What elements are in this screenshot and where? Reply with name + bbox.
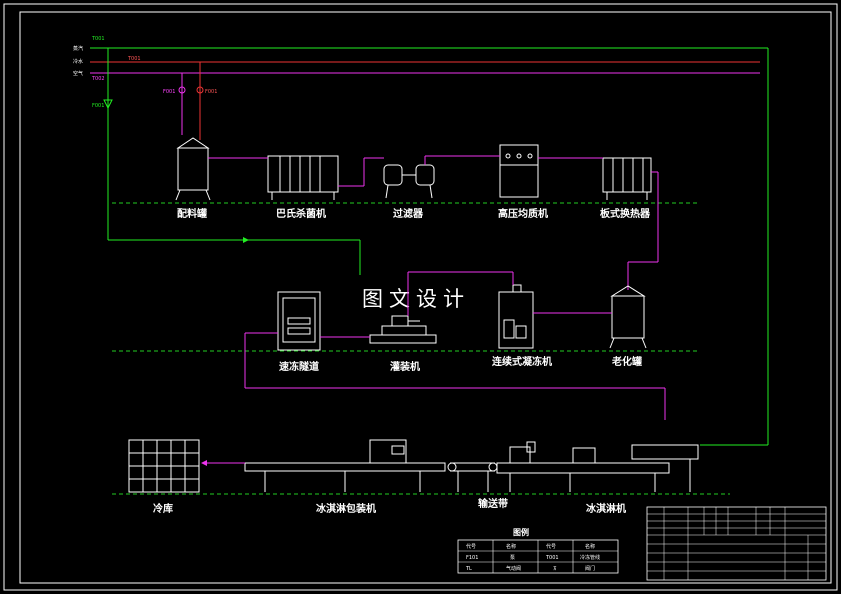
valve-icon	[103, 99, 113, 110]
filter-icon	[383, 164, 435, 199]
legend-cell: TL	[465, 566, 472, 572]
inner-frame	[19, 11, 832, 584]
mixing-feed-lines	[178, 62, 204, 140]
legend-cell: 气动阀	[506, 565, 521, 572]
pipe-label-air: 空气	[73, 70, 83, 77]
legend-cell: 冷冻管线	[580, 554, 600, 561]
pipe-code-cold: T001	[127, 56, 141, 62]
legend-header-1: 名称	[506, 543, 516, 550]
pipe-label-steam: 蒸汽	[73, 45, 83, 52]
legend-header-2: 代号	[546, 543, 556, 550]
label-continuous-freezer: 连续式凝冻机	[492, 355, 552, 368]
label-conveyor: 输送带	[478, 497, 508, 510]
conveyor-icon	[447, 462, 498, 492]
row1-flow	[208, 155, 659, 290]
pipe-code-steam: T001	[91, 36, 105, 42]
utility-lines: 蒸汽 冷水 空气 T001 T001 T002 F001 F001 F001	[73, 36, 769, 446]
packaging-machine-icon	[244, 439, 446, 492]
legend-cell: F101	[466, 555, 478, 561]
legend-cell: T001	[545, 555, 559, 561]
label-cold-storage: 冷库	[153, 502, 173, 515]
label-freeze-tunnel: 速冻隧道	[279, 360, 319, 373]
legend-cell: 阀门	[585, 565, 595, 572]
title-block	[646, 506, 827, 581]
valve-code-3: F001	[205, 89, 217, 95]
label-filling-machine: 灌装机	[390, 360, 420, 373]
legend-title: 图例	[513, 527, 529, 537]
label-plate-exchanger: 板式换热器	[600, 207, 651, 220]
watermark: 图文设计	[362, 287, 470, 311]
legend-cell: ⊼	[553, 566, 557, 572]
label-mixing-tank: 配料罐	[177, 207, 207, 220]
legend-header-3: 名称	[585, 543, 595, 550]
cold-storage-icon	[128, 439, 200, 493]
label-aging-tank: 老化罐	[611, 355, 642, 368]
valve-code-1: F001	[92, 103, 104, 109]
label-filter: 过滤器	[393, 207, 424, 220]
freeze-tunnel-icon	[277, 291, 321, 351]
ice-cream-machine-icon	[496, 441, 699, 492]
legend-cell: 泵	[510, 555, 515, 561]
continuous-freezer-icon	[498, 284, 534, 349]
pipe-label-cold: 冷水	[73, 58, 83, 65]
mixing-tank-icon	[175, 137, 211, 201]
green-feed-line	[103, 48, 361, 275]
outer-frame	[3, 3, 838, 591]
filling-machine-icon	[369, 315, 437, 344]
label-pasteurizer: 巴氏杀菌机	[276, 207, 326, 220]
pasteurizer-icon	[267, 155, 339, 200]
valve-code-2: F001	[163, 89, 175, 95]
row3-flow	[201, 460, 245, 466]
label-packaging-machine: 冰淇淋包装机	[316, 502, 376, 515]
homogenizer-icon	[499, 144, 539, 198]
plate-exchanger-icon	[602, 157, 652, 200]
aging-tank-icon	[609, 285, 647, 349]
legend-table: 图例 代号 名称 代号 名称 F101 泵 T001 冷冻管线 TL 气动阀 ⊼…	[457, 527, 619, 574]
label-homogenizer: 高压均质机	[498, 207, 548, 220]
legend-header-0: 代号	[466, 543, 476, 550]
pipe-code-air: T002	[91, 76, 105, 82]
label-ice-cream-machine: 冰淇淋机	[586, 502, 626, 515]
row2-flow	[244, 271, 666, 420]
